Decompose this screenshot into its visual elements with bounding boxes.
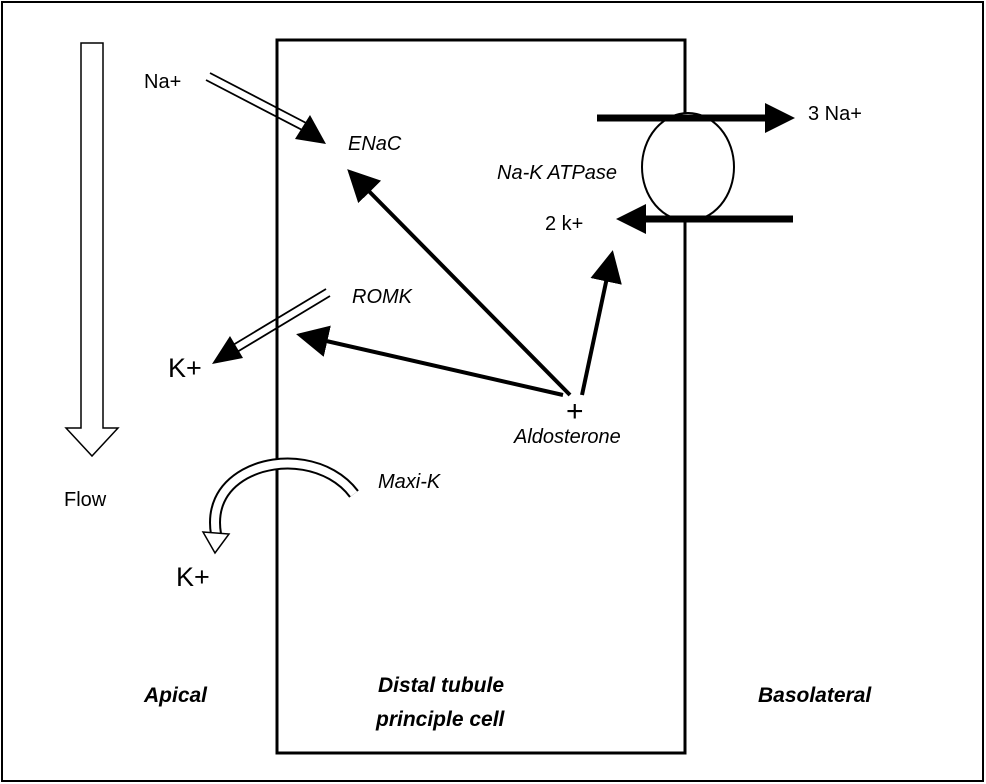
na-plus-label: Na+ (144, 71, 182, 93)
enac-label: ENaC (348, 133, 402, 155)
aldosterone-to-enac-arrow (347, 169, 572, 397)
romk-label: ROMK (352, 286, 412, 308)
aldosterone-to-pump-arrow (580, 250, 622, 396)
aldosterone-to-romk-arrow (296, 325, 564, 397)
na-k-atpase-pump (597, 103, 795, 234)
aldosterone-arrows (296, 169, 622, 397)
basolateral-label: Basolateral (758, 684, 872, 707)
pump-ellipse (641, 112, 735, 222)
three-na-label: 3 Na+ (808, 103, 862, 125)
maxi-k-label: Maxi-K (378, 471, 441, 493)
flow-label: Flow (64, 489, 107, 511)
aldosterone-plus-sign: + (566, 395, 584, 428)
na-influx-arrow (205, 72, 326, 144)
cell-name-line2: principle cell (376, 708, 505, 731)
romk-efflux-arrow (212, 288, 331, 364)
two-k-label: 2 k+ (545, 213, 584, 235)
maxi-k-curved-arrow (201, 457, 359, 555)
cell-rectangle (275, 38, 687, 755)
cell-name-line1: Distal tubule (378, 674, 505, 697)
aldosterone-label: Aldosterone (514, 426, 621, 448)
flow-arrow-icon (64, 42, 120, 458)
apical-label: Apical (144, 684, 208, 707)
na-k-atpase-label: Na-K ATPase (497, 162, 618, 184)
k-plus-romk-label: K+ (168, 353, 202, 383)
k-plus-maxi-label: K+ (176, 562, 210, 592)
